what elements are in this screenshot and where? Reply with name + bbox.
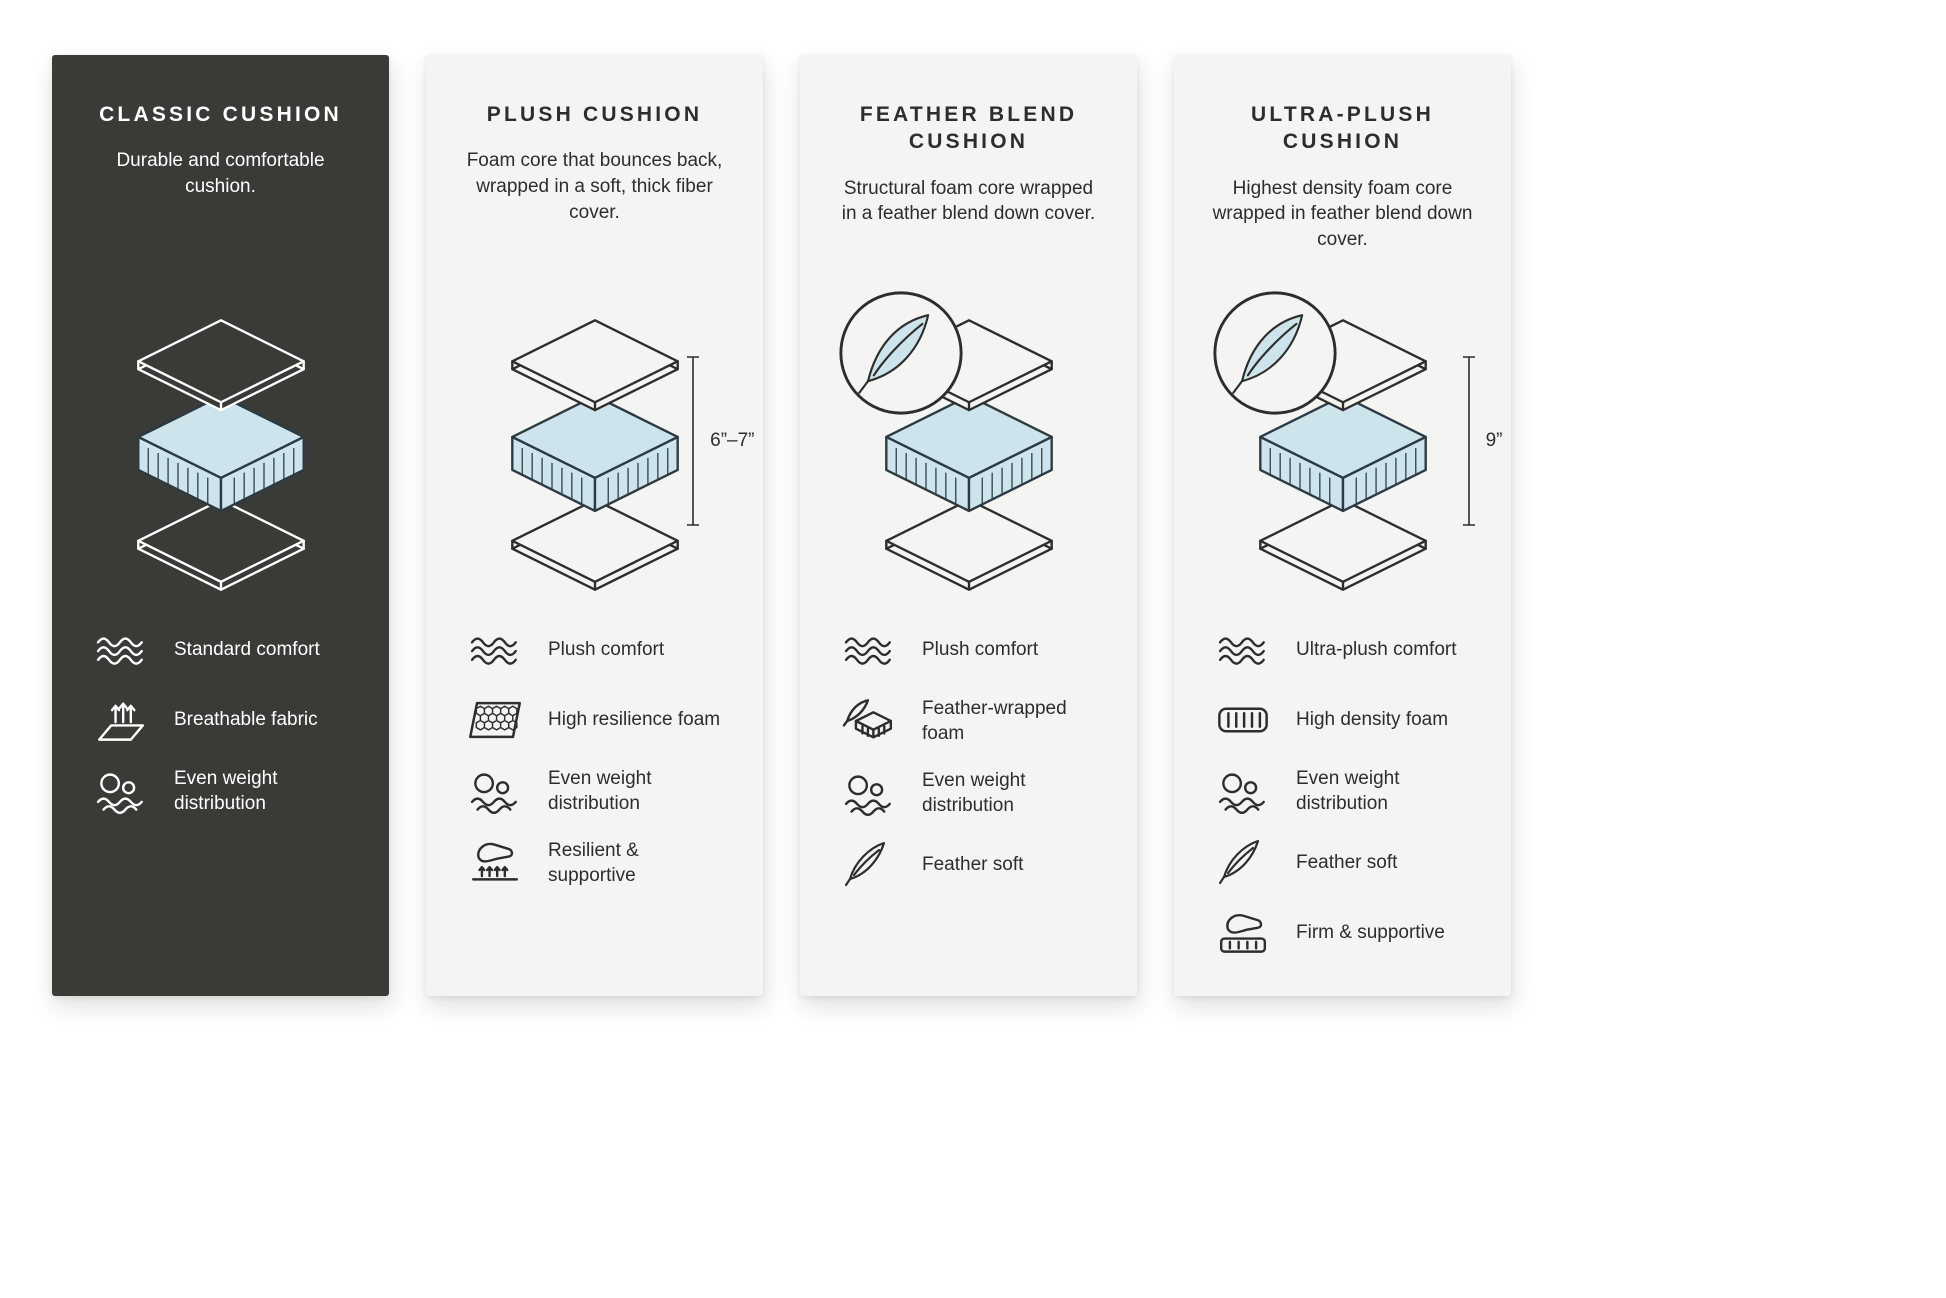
feature-item: Plush comfort [468, 626, 737, 674]
even-weight-icon [1216, 767, 1270, 815]
feature-label: Even weight distribution [548, 768, 652, 815]
feature-list: Plush comfort High resilience foam Even … [452, 626, 737, 888]
feature-item: Feather soft [1216, 838, 1485, 886]
feature-label: Standard comfort [174, 639, 320, 661]
exploded-layers-illustration [95, 303, 347, 596]
breathable-fabric-icon [94, 696, 148, 744]
feature-label: Firm & supportive [1296, 921, 1445, 943]
feature-label: Ultra-plush comfort [1296, 639, 1457, 661]
cushion-diagram [95, 303, 347, 596]
feature-label: Even weight distribution [1296, 768, 1400, 815]
feature-item: Firm & supportive [1216, 908, 1485, 956]
feature-item: Even weight distribution [1216, 766, 1485, 816]
feature-item: High density foam [1216, 696, 1485, 744]
feature-label: Even weight distribution [174, 768, 278, 815]
even-weight-icon [842, 769, 896, 817]
card-ultra-plush-cushion: ULTRA-PLUSH CUSHION Highest density foam… [1174, 55, 1511, 996]
honeycomb-foam-icon [468, 696, 522, 744]
feature-label: Feather-wrapped foam [922, 698, 1067, 745]
height-measurement: 9” [1461, 355, 1503, 527]
feather-badge-icon [1211, 289, 1339, 417]
feature-label: Feather soft [922, 853, 1024, 875]
feature-list: Plush comfort Feather-wrapped foam Even … [826, 626, 1111, 888]
feature-item: Breathable fabric [94, 696, 363, 744]
feature-item: Even weight distribution [842, 768, 1111, 818]
card-header: PLUSH CUSHION Foam core that bounces bac… [452, 101, 737, 259]
card-description: Highest density foam core wrapped in fea… [1212, 177, 1473, 251]
card-description: Foam core that bounces back, wrapped in … [466, 150, 723, 223]
feature-item: Standard comfort [94, 626, 363, 674]
measurement-line [1462, 356, 1475, 526]
card-description: Structural foam core wrapped in a feathe… [841, 177, 1096, 225]
card-title: FEATHER BLEND CUSHION [859, 103, 1078, 154]
feature-item: Resilient & supportive [468, 838, 737, 888]
measurement-label: 9” [1485, 430, 1503, 451]
feature-list: Ultra-plush comfort High density foam Ev… [1200, 626, 1485, 956]
feature-item: Feather soft [842, 840, 1111, 888]
measurement-line [687, 356, 700, 526]
waves-comfort-icon [1216, 626, 1270, 674]
height-measurement: 6”–7” [685, 355, 755, 527]
feature-item: Ultra-plush comfort [1216, 626, 1485, 674]
feature-item: High resilience foam [468, 696, 737, 744]
feature-list: Standard comfort Breathable fabric Even … [78, 626, 363, 816]
feature-item: Even weight distribution [468, 766, 737, 816]
cushion-diagram: 6”–7” [469, 303, 755, 596]
feature-label: Even weight distribution [922, 770, 1026, 817]
feature-label: High resilience foam [548, 709, 721, 731]
density-foam-icon [1216, 696, 1270, 744]
feature-item: Plush comfort [842, 626, 1111, 674]
cushion-diagram: 9” [1217, 303, 1503, 596]
waves-comfort-icon [94, 626, 148, 674]
feature-label: Resilient & supportive [548, 840, 639, 887]
card-classic-cushion: CLASSIC CUSHION Durable and comfortable … [52, 55, 389, 996]
feature-item: Feather-wrapped foam [842, 696, 1111, 746]
card-title: ULTRA-PLUSH CUSHION [1251, 103, 1434, 154]
card-title: PLUSH CUSHION [486, 103, 703, 126]
feather-icon [842, 840, 896, 888]
measurement-label: 6”–7” [710, 430, 755, 451]
cushion-comparison-board: CLASSIC CUSHION Durable and comfortable … [52, 55, 1511, 996]
feature-label: Plush comfort [548, 639, 665, 661]
cushion-diagram [843, 303, 1095, 596]
feature-label: Plush comfort [922, 639, 1039, 661]
feather-icon [1216, 838, 1270, 886]
card-header: CLASSIC CUSHION Durable and comfortable … [78, 101, 363, 259]
card-header: ULTRA-PLUSH CUSHION Highest density foam… [1200, 101, 1485, 259]
exploded-layers-illustration [469, 303, 721, 596]
even-weight-icon [468, 767, 522, 815]
feather-badge-icon [837, 289, 965, 417]
feature-label: Breathable fabric [174, 709, 318, 731]
feature-item: Even weight distribution [94, 766, 363, 816]
feather-foam-icon [842, 697, 896, 745]
firm-hand-icon [1216, 908, 1270, 956]
card-header: FEATHER BLEND CUSHION Structural foam co… [826, 101, 1111, 259]
feature-label: Feather soft [1296, 851, 1398, 873]
waves-comfort-icon [842, 626, 896, 674]
waves-comfort-icon [468, 626, 522, 674]
feature-label: High density foam [1296, 709, 1449, 731]
even-weight-icon [94, 767, 148, 815]
card-title: CLASSIC CUSHION [99, 103, 342, 126]
card-description: Durable and comfortable cushion. [116, 150, 325, 198]
hand-press-icon [468, 839, 522, 887]
card-feather-blend-cushion: FEATHER BLEND CUSHION Structural foam co… [800, 55, 1137, 996]
card-plush-cushion: PLUSH CUSHION Foam core that bounces bac… [426, 55, 763, 996]
